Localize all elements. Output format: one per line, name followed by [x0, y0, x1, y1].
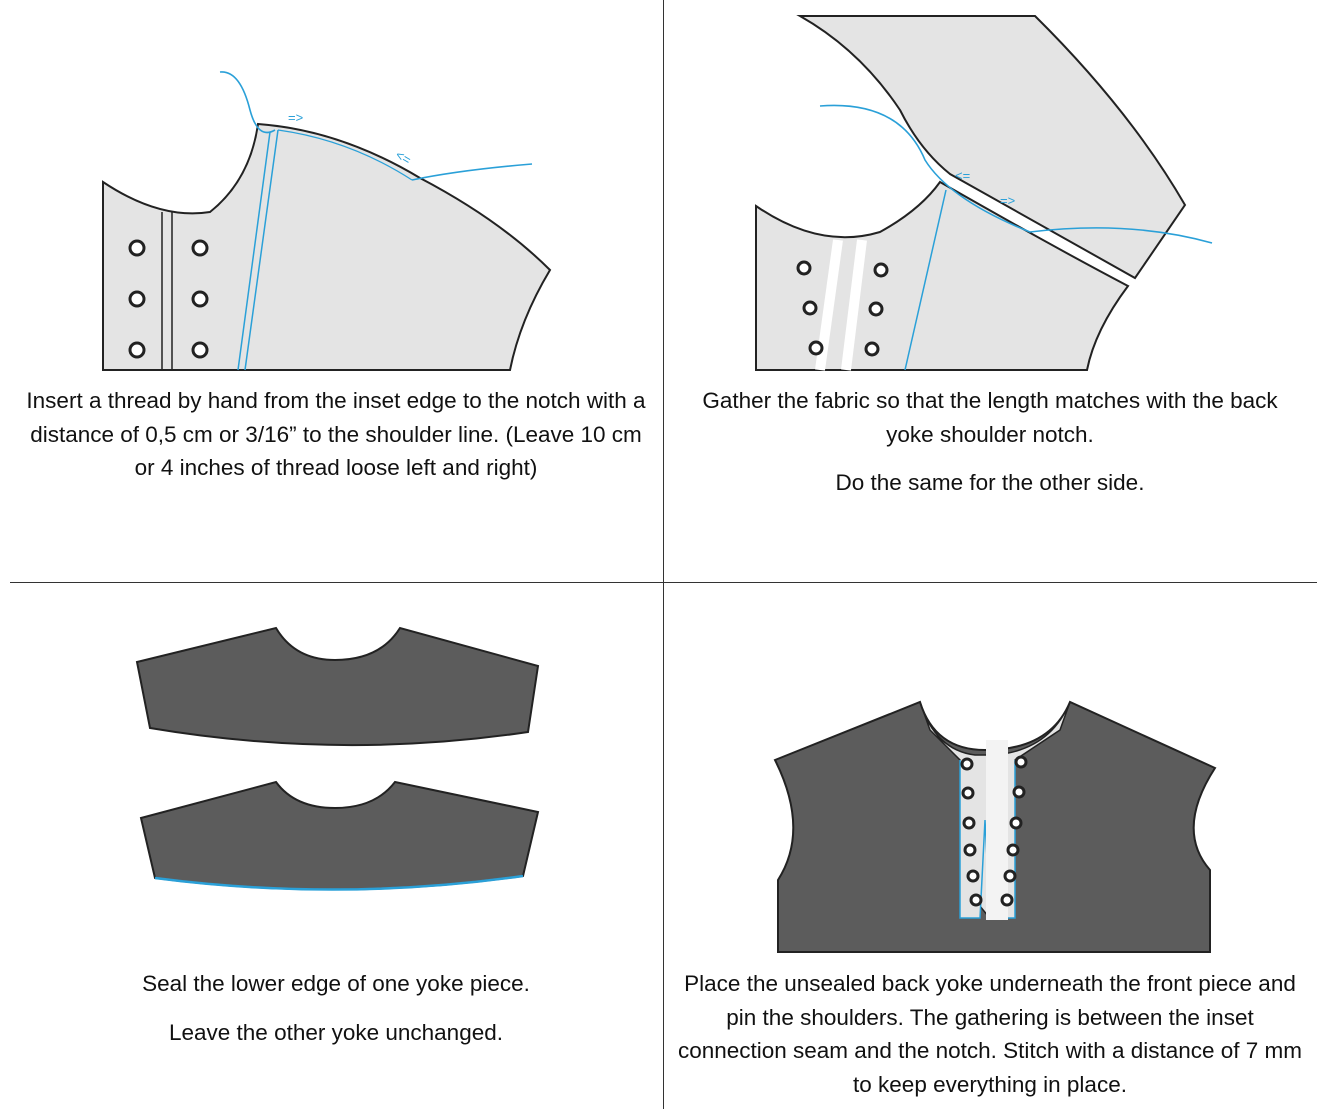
arrow-label: <=: [393, 147, 414, 168]
caption-text: Gather the fabric so that the length mat…: [702, 388, 1278, 447]
step3-illustration: [135, 626, 540, 891]
step4-caption: Place the unsealed back yoke underneath …: [675, 967, 1305, 1101]
arrow-label: =>: [288, 110, 303, 125]
step2-illustration: <= =>: [755, 15, 1213, 371]
vertical-divider: [663, 0, 664, 1109]
caption-text: Place the unsealed back yoke underneath …: [677, 971, 1303, 1097]
step1-caption: Insert a thread by hand from the inset e…: [20, 384, 652, 485]
step4-illustration: [773, 700, 1217, 953]
horizontal-divider: [10, 582, 1317, 583]
arrow-label: =>: [1000, 193, 1015, 208]
step2-caption: Gather the fabric so that the length mat…: [700, 384, 1280, 500]
caption-text: Do the same for the other side.: [835, 470, 1145, 495]
caption-text: Insert a thread by hand from the inset e…: [26, 388, 646, 480]
step1-illustration: => <=: [102, 71, 552, 371]
caption-text: Leave the other yoke unchanged.: [168, 1019, 503, 1045]
arrow-label: <=: [955, 168, 970, 183]
caption-text: Seal the lower edge of one yoke piece.: [142, 971, 530, 996]
step3-caption: Seal the lower edge of one yoke piece. L…: [20, 967, 652, 1049]
